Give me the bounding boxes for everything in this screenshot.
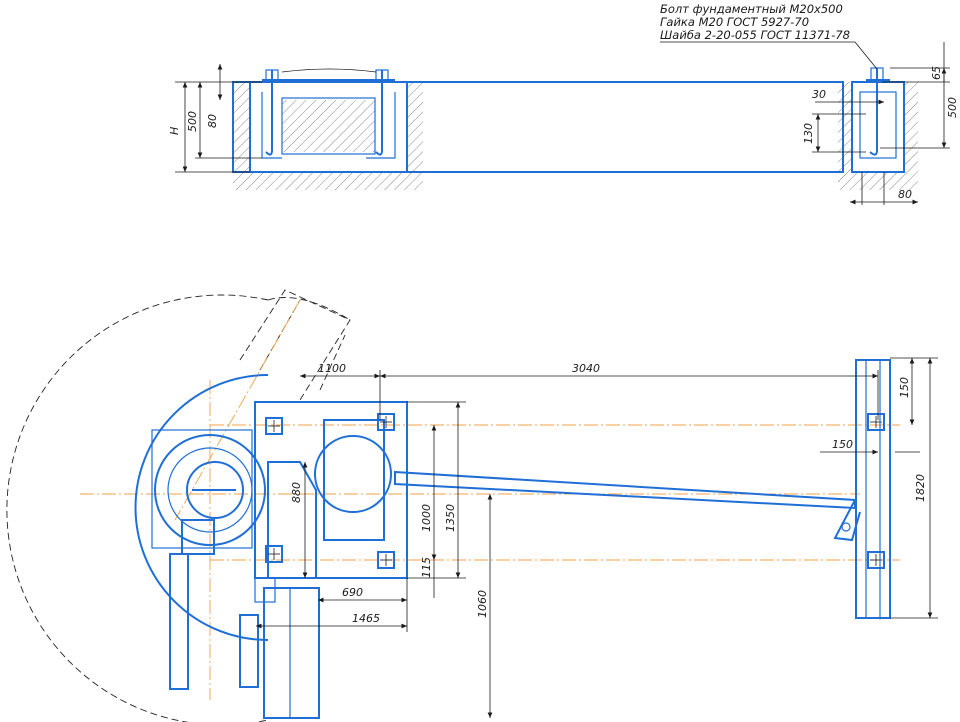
dim-500-right: 500 — [946, 97, 959, 118]
anchor-marks — [265, 413, 885, 569]
gearbox-circle — [314, 435, 392, 513]
main-frame — [254, 401, 408, 579]
right-section-dims: 65 500 30 130 80 — [802, 42, 959, 205]
dim-30: 30 — [812, 88, 826, 101]
dim-80-left: 80 — [206, 114, 219, 128]
dim-880: 880 — [290, 482, 303, 503]
foundation-block-left — [249, 81, 408, 173]
dim-h: H — [168, 127, 181, 135]
plan-view: 1100 3040 150 150 1820 880 1000 1350 115… — [6, 289, 938, 722]
note-leader — [660, 41, 878, 70]
dim-1100: 1100 — [318, 362, 346, 375]
left-section-dims: H 500 80 — [168, 63, 262, 173]
dim-80-bottom: 80 — [898, 188, 912, 201]
dim-115: 115 — [420, 557, 433, 578]
note-washer: Шайба 2-20-055 ГОСТ 11371-78 — [660, 28, 850, 42]
drum-hub — [154, 434, 266, 546]
dim-690: 690 — [342, 586, 363, 599]
dim-1060: 1060 — [476, 590, 489, 618]
anchor-bolt-left-2 — [375, 70, 383, 156]
anchor-bolt-left-1 — [265, 70, 273, 156]
anchor-bolt-right — [869, 68, 878, 156]
dim-1000: 1000 — [420, 504, 433, 532]
right-post — [855, 359, 891, 619]
note-nut: Гайка М20 ГОСТ 5927-70 — [660, 15, 809, 29]
long-rod — [394, 470, 856, 510]
plan-dimensions: 1100 3040 150 150 1820 880 1000 1350 115… — [256, 357, 938, 718]
left-leg — [169, 553, 189, 690]
dim-3040: 3040 — [572, 362, 600, 375]
dim-500-left: 500 — [186, 111, 199, 132]
bolt-note: Болт фундаментный М20х500 Гайка М20 ГОСТ… — [660, 2, 850, 42]
dim-1820: 1820 — [914, 474, 927, 502]
drum-outer-arc — [134, 374, 269, 641]
swing-radius-arc — [6, 294, 269, 722]
dim-1465: 1465 — [352, 612, 380, 625]
note-bolt: Болт фундаментный М20х500 — [660, 2, 843, 16]
dim-65: 65 — [930, 66, 943, 80]
rotated-arm-outline — [239, 289, 351, 401]
dim-150-top: 150 — [898, 377, 911, 398]
dim-130: 130 — [802, 123, 815, 144]
section-view: H 500 80 65 500 30 130 80 Болт фун — [168, 2, 959, 205]
dim-1350: 1350 — [444, 504, 457, 532]
dim-150-mid: 150 — [832, 438, 853, 451]
